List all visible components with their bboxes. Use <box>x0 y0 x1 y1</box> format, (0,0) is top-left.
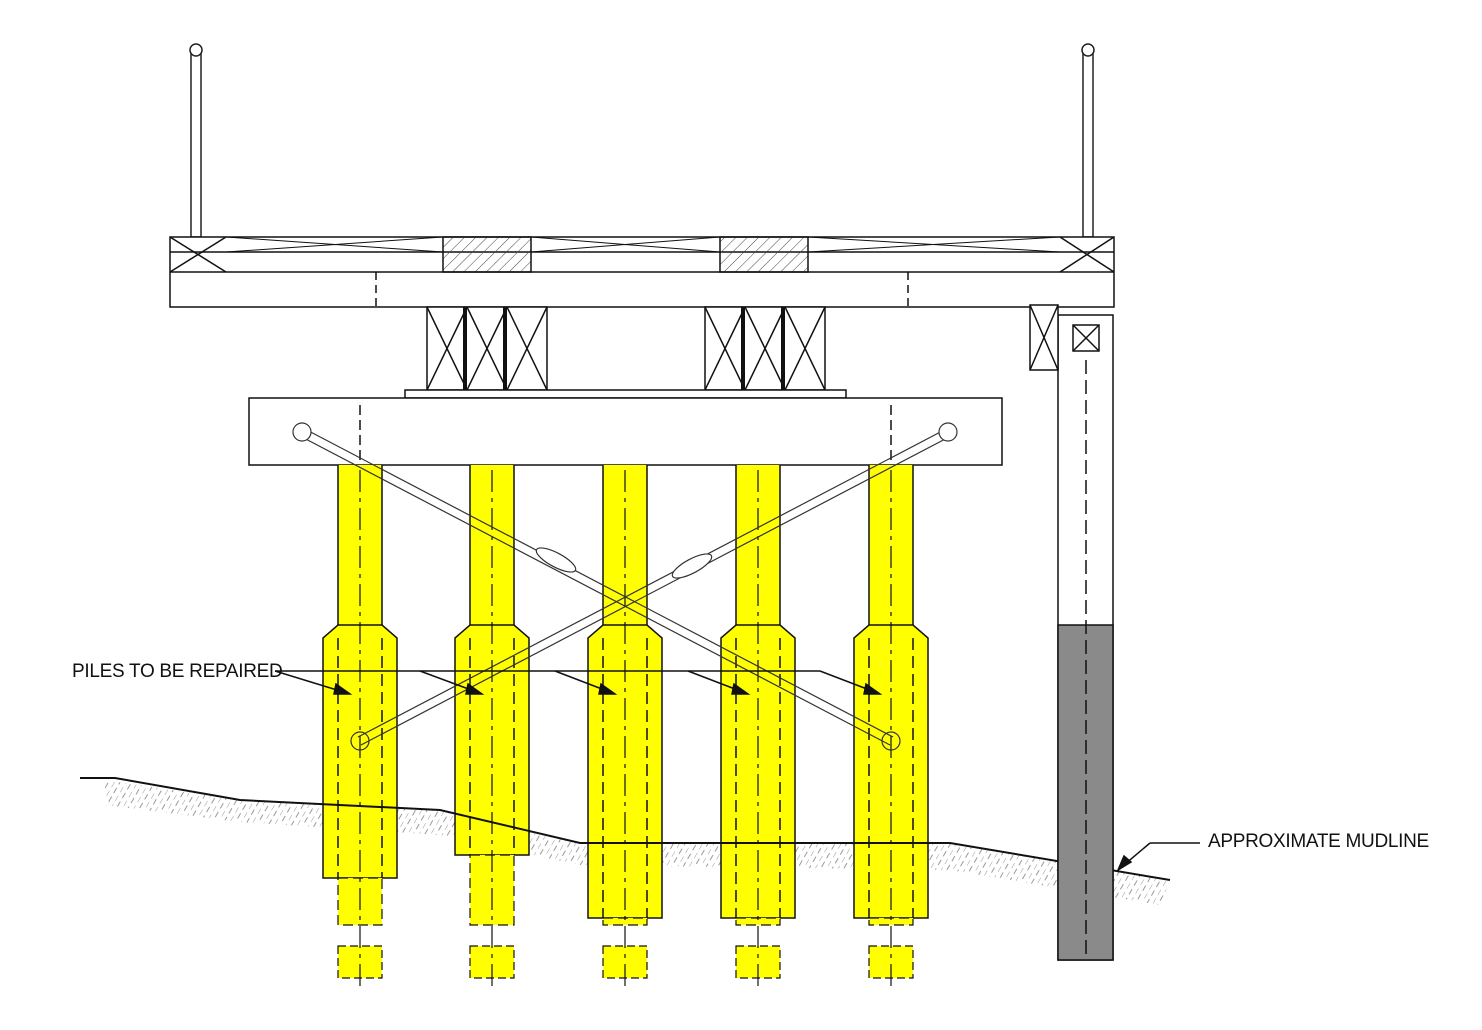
pile-1 <box>322 465 398 990</box>
cross-bracing <box>292 422 958 751</box>
pile-2 <box>454 465 530 990</box>
pile-leader-lines <box>274 670 1200 872</box>
deck <box>169 236 1115 308</box>
pile-5 <box>853 465 929 990</box>
timber-blocking <box>404 306 847 399</box>
piles-to-repair-label: PILES TO BE REPAIRED <box>72 661 283 682</box>
pile-3 <box>587 465 663 990</box>
railing-posts <box>189 43 1095 238</box>
piles-to-repair <box>322 465 929 990</box>
pile-4 <box>720 465 796 990</box>
approximate-mudline-label: APPROXIMATE MUDLINE <box>1208 831 1429 852</box>
existing-pile <box>1029 304 1114 961</box>
pile-cap <box>248 397 1003 466</box>
mudline <box>80 777 1171 881</box>
